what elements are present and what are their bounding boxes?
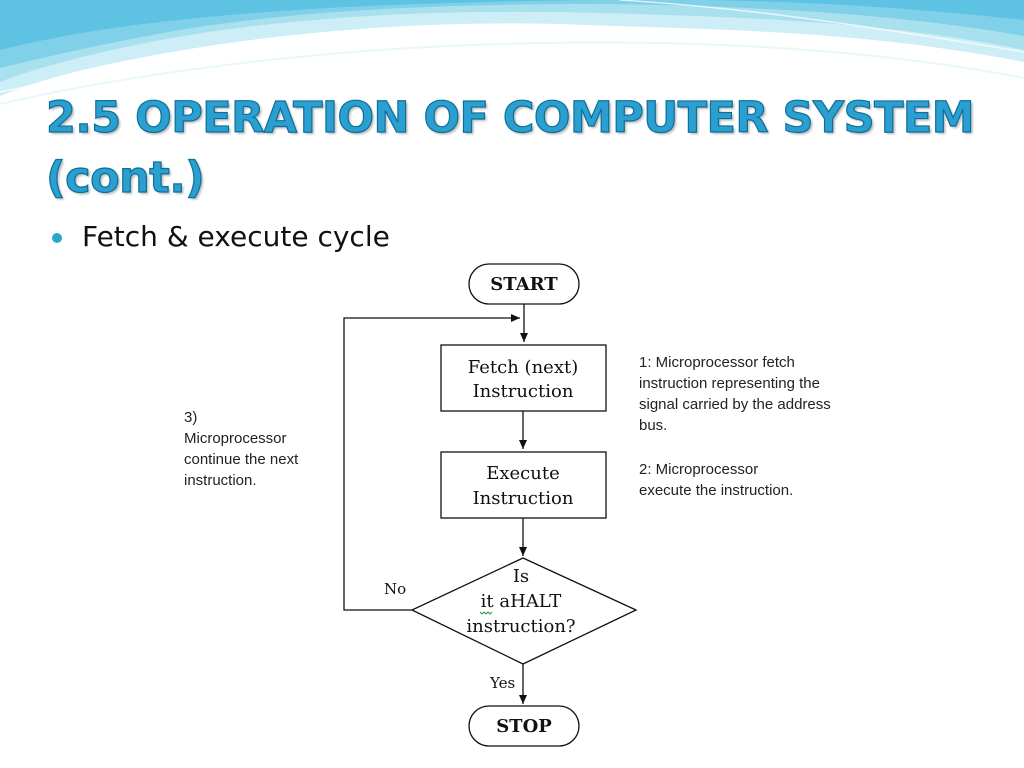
bullet-text: Fetch & execute cycle bbox=[82, 218, 390, 256]
note1-line-2: instruction representing the bbox=[639, 375, 820, 392]
title-line-1: 2.5 OPERATION OF COMPUTER SYSTEM bbox=[46, 88, 1006, 148]
fetch-label-line-1: Fetch (next) bbox=[468, 357, 578, 378]
yes-label: Yes bbox=[489, 674, 515, 692]
note1-line-3: signal carried by the address bbox=[639, 396, 831, 413]
slide-title: 2.5 OPERATION OF COMPUTER SYSTEM (cont.) bbox=[46, 88, 1006, 208]
note1-line-1: 1: Microprocessor fetch bbox=[639, 354, 795, 371]
note3-line-2: Microprocessor bbox=[184, 430, 287, 447]
flowchart-panel: START Fetch (next) Instruction Execute I… bbox=[184, 256, 876, 748]
note3-line-3: continue the next bbox=[184, 451, 299, 468]
start-label: START bbox=[490, 274, 558, 295]
note3-line-1: 3) bbox=[184, 409, 197, 426]
execute-label-line-1: Execute bbox=[486, 463, 560, 484]
decision-label-line-3: instruction? bbox=[466, 616, 575, 637]
note2-line-2: execute the instruction. bbox=[639, 482, 793, 499]
title-line-2: (cont.) bbox=[46, 148, 1006, 208]
decision-label-line-1: Is bbox=[513, 566, 529, 587]
note-continue: 3) Microprocessor continue the next inst… bbox=[184, 409, 299, 489]
flowchart-diagram: START Fetch (next) Instruction Execute I… bbox=[184, 256, 876, 748]
note-execute: 2: Microprocessor execute the instructio… bbox=[639, 461, 793, 499]
note1-line-4: bus. bbox=[639, 417, 667, 434]
note3-line-4: instruction. bbox=[184, 472, 257, 489]
decision-label-line-2: it aHALT bbox=[481, 591, 562, 612]
no-label: No bbox=[384, 580, 406, 598]
execute-label-line-2: Instruction bbox=[473, 488, 574, 509]
fetch-label-line-2: Instruction bbox=[473, 381, 574, 402]
stop-label: STOP bbox=[496, 716, 552, 737]
bullet-dot-icon bbox=[52, 233, 62, 243]
note-fetch: 1: Microprocessor fetch instruction repr… bbox=[639, 354, 831, 434]
note2-line-1: 2: Microprocessor bbox=[639, 461, 758, 478]
